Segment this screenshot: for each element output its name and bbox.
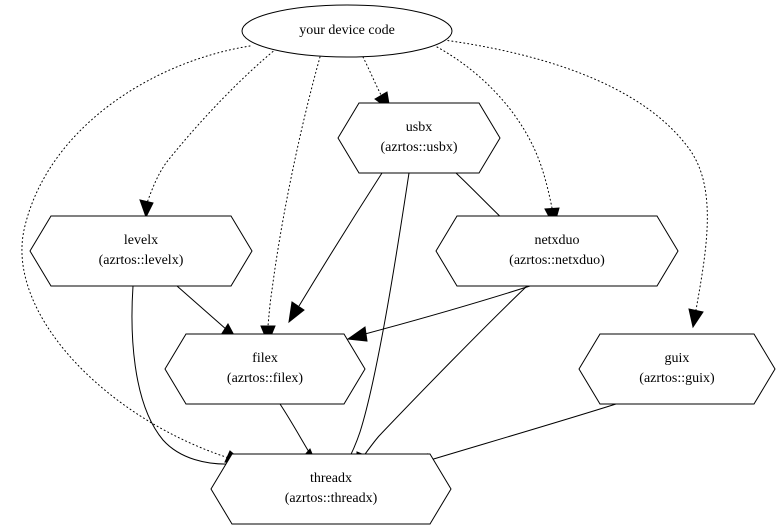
- node-label-filex-line1: filex: [252, 351, 278, 366]
- node-label-usbx-line1: usbx: [406, 120, 432, 135]
- edge-device-to-filex: [260, 56, 321, 345]
- edge-device-to-levelx: [139, 48, 277, 219]
- edge-usbx-to-filex: [288, 172, 383, 324]
- edge-levelx-to-filex: [176, 285, 237, 340]
- node-shape-octagon: [164, 333, 366, 405]
- node-label-guix-line1: guix: [665, 351, 690, 366]
- node-shape-octagon: [337, 102, 501, 174]
- node-shape-ellipse: [241, 4, 453, 58]
- node-label-usbx-line2: (azrtos::usbx): [381, 140, 458, 155]
- node-usbx[interactable]: usbx (azrtos::usbx): [337, 102, 501, 174]
- edge-guix-to-threadx: [408, 403, 617, 469]
- node-label-netxduo-line2: (azrtos::netxduo): [509, 253, 605, 268]
- nodes-layer: your device code usbx (azrtos::usbx) lev…: [29, 4, 776, 525]
- node-label-levelx-line2: (azrtos::levelx): [99, 253, 184, 268]
- node-label-levelx-line1: levelx: [124, 233, 158, 248]
- node-your-device-code[interactable]: your device code: [241, 4, 453, 58]
- node-label-netxduo-line1: netxduo: [534, 233, 579, 248]
- node-label-device-line1: your device code: [299, 23, 395, 38]
- edge-device-to-usbx: [362, 56, 391, 112]
- edge-netxduo-to-threadx: [356, 285, 528, 473]
- node-threadx[interactable]: threadx (azrtos::threadx): [210, 453, 452, 525]
- node-shape-octagon: [435, 215, 679, 287]
- node-label-threadx-line1: threadx: [310, 471, 352, 486]
- node-netxduo[interactable]: netxduo (azrtos::netxduo): [435, 215, 679, 287]
- node-filex[interactable]: filex (azrtos::filex): [164, 333, 366, 405]
- node-shape-octagon: [29, 215, 253, 287]
- node-shape-octagon: [210, 453, 452, 525]
- node-shape-octagon: [578, 333, 776, 405]
- node-label-filex-line2: (azrtos::filex): [227, 371, 304, 386]
- node-levelx[interactable]: levelx (azrtos::levelx): [29, 215, 253, 287]
- node-guix[interactable]: guix (azrtos::guix): [578, 333, 776, 405]
- node-label-guix-line2: (azrtos::guix): [639, 371, 715, 386]
- edge-netxduo-to-filex: [346, 285, 531, 342]
- node-label-threadx-line2: (azrtos::threadx): [285, 491, 378, 506]
- edge-device-to-guix: [443, 39, 708, 329]
